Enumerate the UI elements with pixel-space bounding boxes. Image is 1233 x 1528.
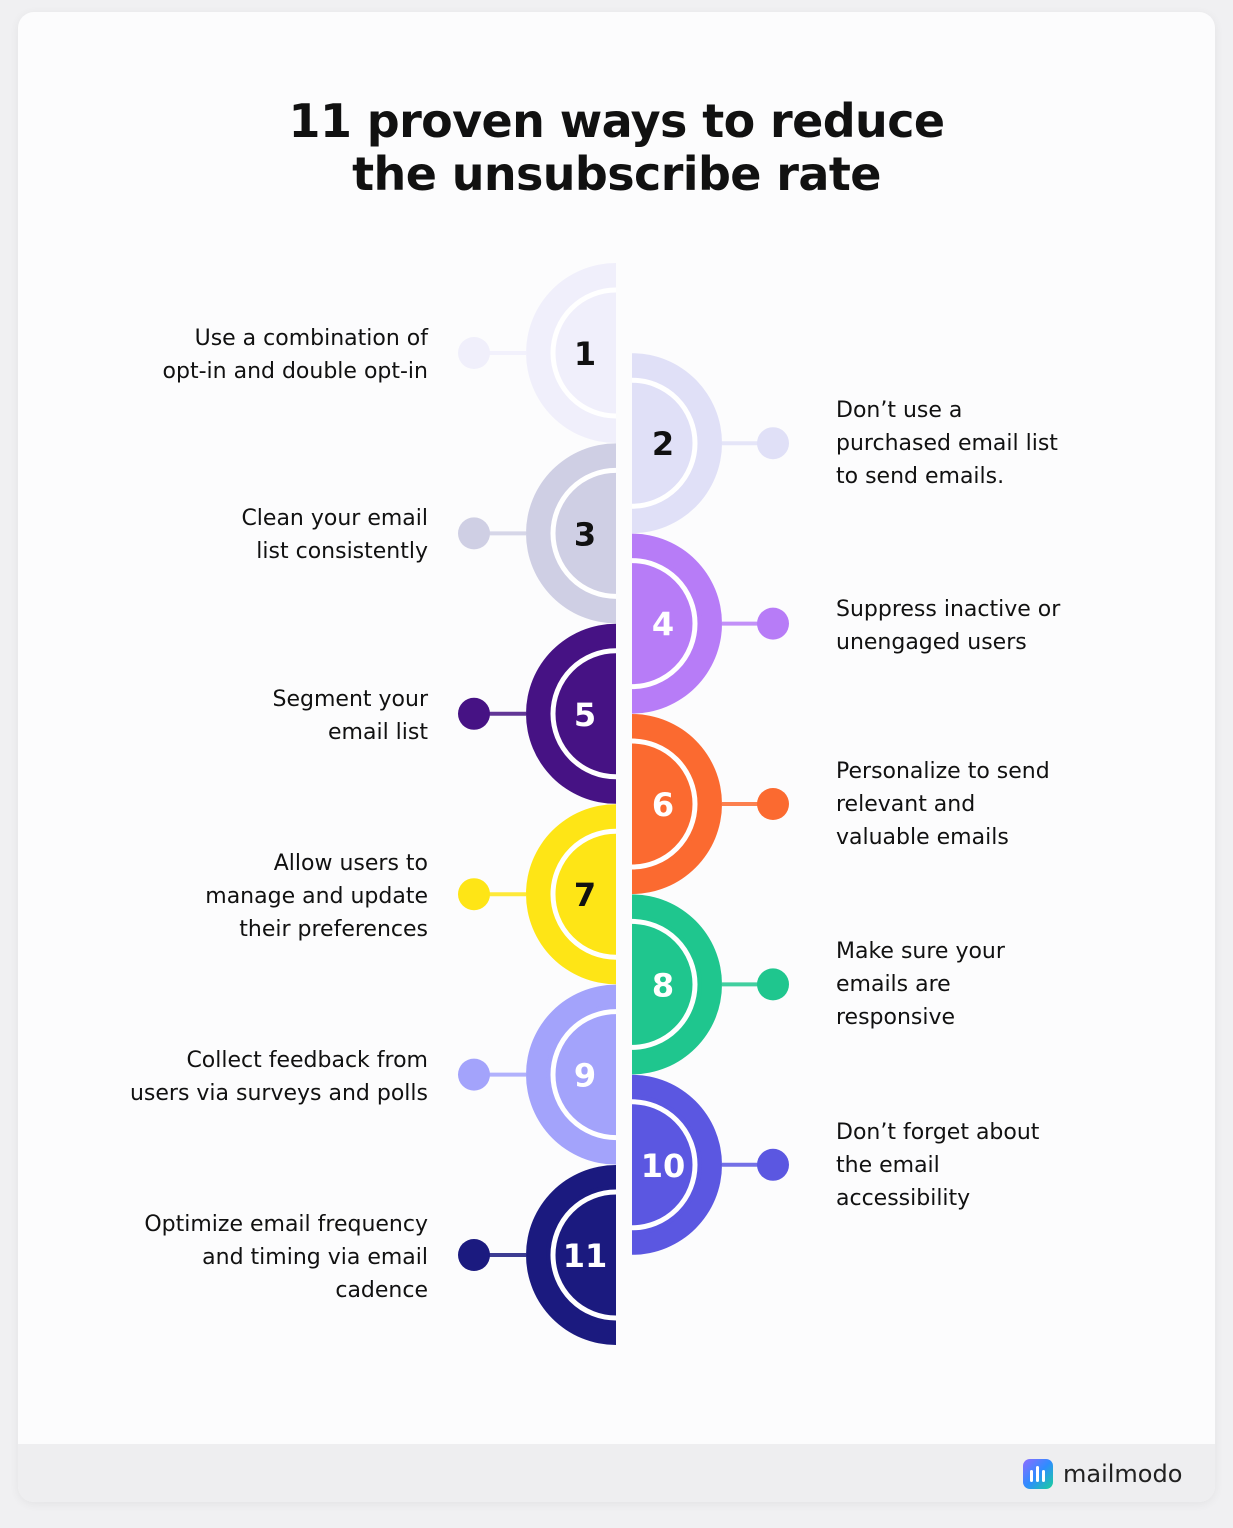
step-4-label: Suppress inactive or unengaged users [836, 593, 1060, 659]
step-1-label: Use a combination of opt-in and double op… [163, 322, 428, 388]
step-11-label-line: and timing via email [202, 1244, 428, 1270]
step-1-number: 1 [574, 335, 596, 373]
mailmodo-logo-icon [1023, 1459, 1053, 1489]
step-2: 2 [631, 353, 789, 534]
step-3-dot [458, 517, 490, 550]
step-4-number: 4 [652, 606, 674, 644]
step-8-label: Make sure your emails are responsive [836, 935, 1005, 1034]
step-5-dot [458, 697, 490, 730]
step-7-number: 7 [574, 876, 596, 914]
step-5-white-ring [550, 648, 617, 780]
step-7-dot [458, 878, 490, 911]
step-10: 10 [631, 1074, 789, 1255]
step-3-label-line: list consistently [256, 539, 428, 565]
step-7-label-line: manage and update [205, 883, 428, 909]
step-7-label: Allow users to manage and update their pre… [205, 847, 428, 946]
step-5-label-line: email list [328, 719, 428, 745]
step-4-label-line: unengaged users [836, 629, 1027, 655]
step-10-label-line: Don’t forget about [836, 1119, 1040, 1145]
step-9-label: Collect feedback from users via surveys a… [130, 1044, 428, 1110]
step-8-label-line: responsive [836, 1005, 956, 1031]
step-4-white-ring [631, 558, 698, 690]
step-5-label: Segment your email list [273, 683, 428, 749]
step-1-label-line: Use a combination of [194, 326, 428, 351]
step-1-dot [458, 337, 490, 369]
step-6-label-line: Personalize to send [836, 759, 1050, 784]
step-2-white-ring [631, 377, 698, 509]
step-2-label-line: Don’t use a [836, 398, 963, 424]
step-1-white-ring [550, 287, 617, 419]
step-3-white-ring [550, 467, 617, 599]
step-8-label-line: emails are [836, 972, 951, 998]
step-2-number: 2 [652, 425, 674, 463]
step-8-dot [757, 968, 789, 1001]
step-11-label-line: cadence [335, 1277, 428, 1303]
step-11: 11 [458, 1165, 617, 1345]
step-9-label-line: Collect feedback from [186, 1047, 428, 1073]
center-divider [616, 262, 632, 1352]
title-line-1: 11 proven ways to reduce [288, 94, 946, 148]
step-5-number: 5 [574, 696, 596, 734]
step-5: 5 [458, 623, 617, 804]
step-7-label-line: their preferences [239, 916, 428, 942]
step-10-label-line: the email [836, 1152, 940, 1178]
step-10-dot [757, 1148, 789, 1181]
step-11-white-ring [550, 1189, 617, 1321]
step-6-label-line: relevant and [836, 792, 976, 817]
step-11-label: Optimize email frequency and timing via e… [144, 1208, 428, 1307]
step-2-dot [757, 427, 789, 460]
step-6-number: 6 [652, 786, 674, 824]
step-6: 6 [631, 714, 789, 894]
step-10-number: 10 [641, 1147, 686, 1185]
step-11-label-line: Optimize email frequency [144, 1211, 428, 1237]
step-6-dot [757, 788, 789, 820]
step-5-label-line: Segment your [272, 686, 428, 712]
step-2-label-line: to send emails. [836, 464, 1005, 490]
step-3: 3 [458, 443, 617, 624]
step-2-label-line: purchased email list [836, 431, 1058, 457]
step-10-label-line: accessibility [836, 1185, 971, 1211]
brand-name: mailmodo [1063, 1460, 1183, 1488]
step-9-dot [458, 1058, 490, 1091]
step-3-label: Clean your email list consistently [241, 502, 428, 568]
step-2-label: Don’t use a purchased email list to send e… [836, 394, 1058, 493]
step-6-label-line: valuable emails [836, 825, 1009, 850]
step-3-number: 3 [574, 515, 596, 553]
step-1-label-line: opt-in and double opt-in [162, 359, 428, 384]
footer-bar [18, 1444, 1215, 1502]
infographic-card [18, 12, 1215, 1502]
step-9: 9 [458, 984, 617, 1165]
title-line-2: the unsubscribe rate [352, 147, 881, 201]
step-8-label-line: Make sure your [836, 939, 1005, 965]
step-9-number: 9 [574, 1057, 596, 1095]
step-11-number: 11 [563, 1237, 608, 1275]
step-10-label: Don’t forget about the email accessibility [836, 1116, 1039, 1215]
step-7-white-ring [550, 828, 617, 960]
step-7: 7 [458, 804, 617, 985]
brand-logo: mailmodo [1023, 1458, 1182, 1490]
infographic-title: 11 proven ways to reduce the unsubscribe… [0, 95, 1233, 201]
step-6-label: Personalize to send relevant and valuable … [836, 755, 1050, 854]
step-6-white-ring [631, 738, 698, 870]
step-4-dot [757, 607, 789, 640]
step-9-white-ring [550, 1009, 617, 1141]
step-10-white-ring [631, 1099, 698, 1231]
step-11-dot [458, 1239, 490, 1271]
step-1: 1 [458, 263, 617, 443]
step-8-number: 8 [652, 966, 674, 1004]
step-7-label-line: Allow users to [273, 850, 428, 876]
step-8: 8 [631, 894, 789, 1075]
step-9-label-line: users via surveys and polls [129, 1080, 428, 1106]
step-4-label-line: Suppress inactive or [836, 596, 1061, 622]
step-3-label-line: Clean your email [241, 506, 428, 532]
step-8-white-ring [631, 918, 698, 1050]
step-4: 4 [631, 533, 789, 714]
